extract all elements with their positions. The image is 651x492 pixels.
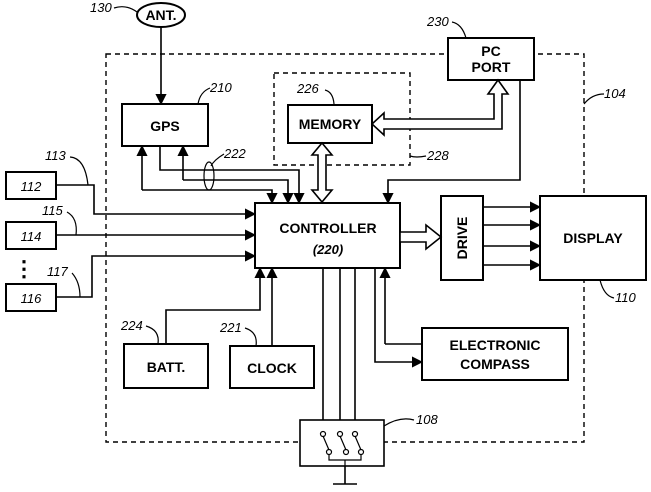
input-116-label: 116 — [21, 291, 42, 306]
ref-221: 221 — [219, 320, 242, 335]
antenna-label: ANT. — [145, 7, 176, 23]
controller-to-compass-line — [375, 268, 422, 362]
ref-228-leader — [410, 156, 426, 157]
ref-108-leader — [384, 419, 414, 426]
input-117-line — [56, 256, 255, 297]
ref-226: 226 — [296, 81, 319, 96]
ref-130-leader — [114, 7, 137, 12]
controller-label: CONTROLLER — [279, 220, 376, 236]
ref-110-leader — [600, 280, 614, 298]
gps-bus-line-a2 — [142, 190, 272, 203]
memory-controller-bus — [312, 143, 332, 202]
memory-label: MEMORY — [299, 116, 362, 132]
ref-115-leader — [67, 212, 76, 235]
ref-104-leader — [584, 94, 604, 104]
ref-224-leader — [146, 326, 158, 344]
ref-230-leader — [452, 22, 466, 38]
ref-230: 230 — [426, 14, 449, 29]
ref-226-leader — [325, 90, 334, 104]
ref-104: 104 — [604, 86, 626, 101]
input-ellipsis: ⋮ — [13, 256, 35, 281]
electronic-compass-block — [422, 328, 568, 380]
ref-117-leader — [72, 273, 80, 297]
ref-108: 108 — [416, 412, 438, 427]
switch-block — [300, 420, 384, 466]
ref-210-leader — [198, 88, 210, 104]
battery-label: BATT. — [147, 359, 186, 375]
controller-drive-arrow — [400, 225, 441, 249]
ref-113: 113 — [45, 148, 66, 163]
ref-117: 117 — [47, 264, 68, 279]
ref-222: 222 — [223, 146, 246, 161]
bus-222-bundle — [204, 162, 214, 190]
gps-label: GPS — [150, 118, 180, 134]
pc-port-label-line2: PORT — [472, 59, 511, 75]
compass-label-line1: ELECTRONIC — [450, 337, 541, 353]
pc-port-label-line1: PC — [481, 43, 500, 59]
controller-ref-label: (220) — [313, 242, 343, 257]
clock-label: CLOCK — [247, 360, 297, 376]
ref-221-leader — [245, 328, 256, 346]
drive-label: DRIVE — [454, 217, 470, 260]
input-114-label: 114 — [21, 229, 42, 244]
ref-224: 224 — [120, 318, 143, 333]
ref-222-leader — [211, 154, 224, 166]
memory-pcport-bus — [372, 80, 508, 135]
compass-label-line2: COMPASS — [460, 356, 530, 372]
ref-115: 115 — [42, 203, 63, 218]
ref-130: 130 — [90, 0, 112, 15]
battery-to-controller-line — [166, 268, 260, 344]
display-label: DISPLAY — [563, 230, 623, 246]
input-112-label: 112 — [21, 179, 42, 194]
ref-228: 228 — [426, 148, 449, 163]
ref-210: 210 — [209, 80, 232, 95]
ref-113-leader — [70, 157, 88, 185]
ref-110: 110 — [615, 290, 636, 305]
